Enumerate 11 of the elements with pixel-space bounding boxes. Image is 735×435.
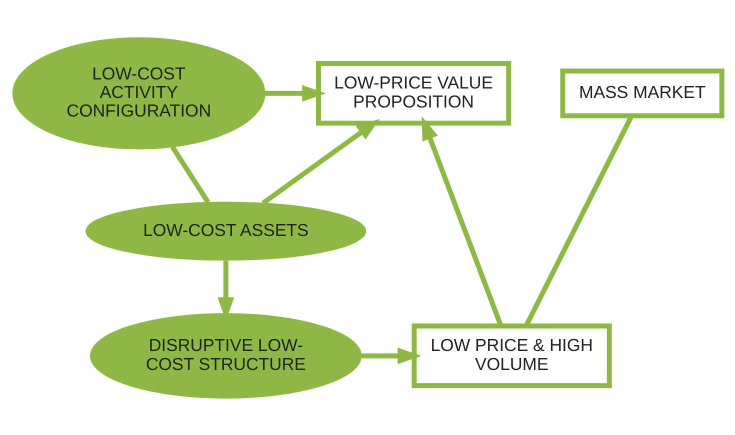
connector: [170, 145, 210, 204]
node-ellipse: LOW-COST ASSETS: [86, 201, 366, 260]
node-ellipse: DISRUPTIVE LOW-COST STRUCTURE: [90, 312, 362, 398]
node-ellipse: LOW-COST ACTIVITY CONFIGURATION: [12, 36, 266, 149]
node-box: LOW-PRICE VALUE PROPOSITION: [316, 60, 512, 126]
arrow: [422, 116, 504, 326]
node-box: LOW PRICE & HIGH VOLUME: [412, 323, 612, 388]
arrow: [262, 118, 380, 205]
node-box: MASS MARKET: [560, 68, 724, 118]
arrow: [362, 347, 422, 364]
arrow: [264, 84, 326, 102]
